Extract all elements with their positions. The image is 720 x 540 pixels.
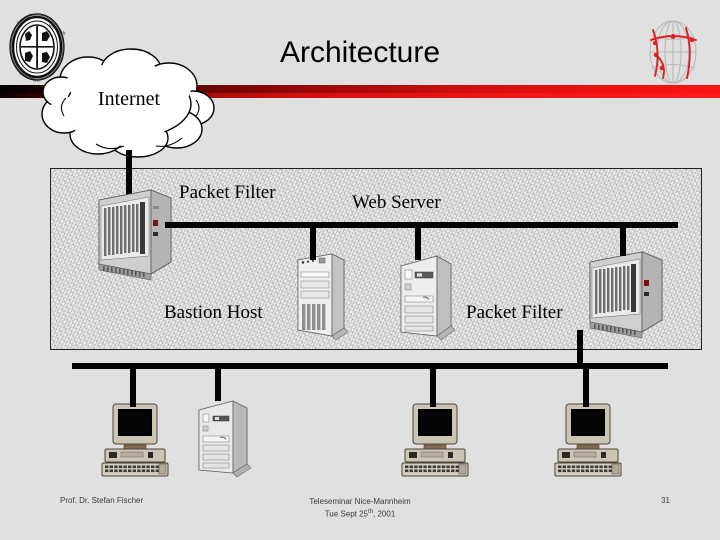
lan-bus-wire [72,363,668,369]
footer-date-year: , 2001 [373,509,396,519]
label-packet-filter-left: Packet Filter [179,182,276,203]
label-web-server: Web Server [352,192,441,213]
cloud-icon [36,46,222,158]
label-packet-filter-right: Packet Filter [466,302,563,323]
wire-lan-to-server [215,365,221,401]
wire-dmz-to-webserver [415,224,421,260]
workstation-3 [549,402,627,478]
cloud-label: Internet [97,88,161,110]
workstation-2 [396,402,474,478]
wire-lan-to-workstation-1 [130,365,136,407]
wire-dmz-to-lan [577,330,583,366]
page-title: Architecture [279,36,441,69]
web-server-tower [393,252,459,344]
router-rack-left [95,186,177,284]
university-seal-icon: CAROLO WILHELM UNIVERSITAS [8,12,67,86]
workstation-1 [96,402,174,478]
wire-dmz-to-router-right [620,224,626,256]
footer-date-suffix: th [368,509,374,515]
footer-venue-date: Teleseminar Nice-Mannheim Tue Sept 25th,… [230,496,490,520]
lan-server [193,398,255,478]
header-divider-bar [0,85,720,93]
footer-venue: Teleseminar Nice-Mannheim [309,497,411,506]
router-rack-right [586,248,668,340]
wire-dmz-to-bastion [310,224,316,260]
bastion-host-tower [292,250,354,342]
wire-lan-to-workstation-3 [583,365,589,407]
footer-date-prefix: Tue Sept 25 [324,509,369,519]
wire-lan-to-workstation-2 [430,365,436,407]
header-divider-bar-lower [0,93,720,98]
wireframe-globe-icon [640,18,706,86]
footer-author: Prof. Dr. Stefan Fischer [60,496,144,505]
slide-number: 31 [661,496,670,505]
dmz-bus-wire [165,222,678,228]
wire-cloud-to-dmz [126,150,132,226]
label-bastion-host: Bastion Host [164,302,263,323]
